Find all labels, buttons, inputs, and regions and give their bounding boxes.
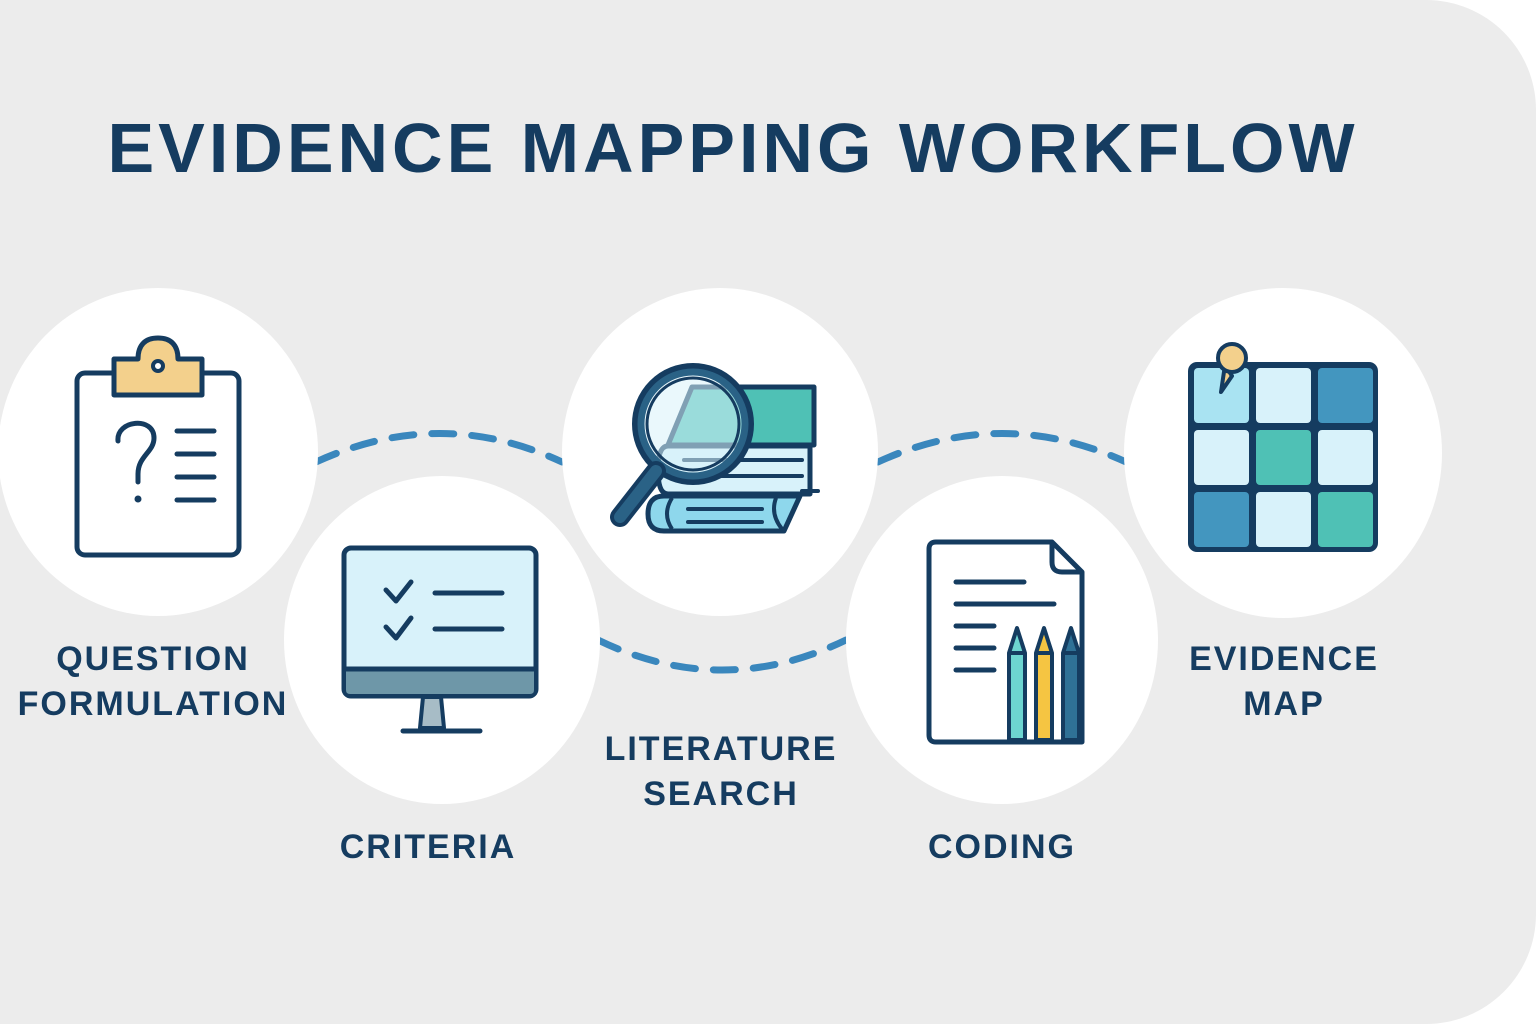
step-label-line: CRITERIA [339, 828, 517, 866]
step-circle-criteria [284, 476, 600, 804]
step-circle-literature-search [562, 288, 878, 616]
grid-map-pin-icon [1188, 342, 1378, 552]
connector-2-3 [594, 636, 850, 674]
connector-1-2 [312, 430, 566, 466]
page-title: EVIDENCE MAPPING WORKFLOW [107, 109, 1359, 187]
step-circle-coding [846, 476, 1158, 804]
step-label-line: CODING [928, 828, 1076, 866]
clipboard-question-icon [74, 335, 242, 558]
connector-3-4 [874, 430, 1130, 466]
step-label-line: FORMULATION [17, 685, 289, 723]
step-label-line: QUESTION [56, 640, 250, 678]
step-label-coding: CODING [874, 825, 1130, 870]
step-label-question-formulation: QUESTION FORMULATION [0, 637, 306, 727]
magnifier-books-icon [610, 363, 820, 534]
monitor-checklist-icon [341, 545, 539, 734]
step-label-line: MAP [1243, 685, 1325, 723]
step-label-criteria: CRITERIA [300, 825, 556, 870]
step-label-literature-search: LITERATURE SEARCH [588, 727, 854, 817]
step-label-line: LITERATURE [604, 730, 838, 768]
step-label-evidence-map: EVIDENCE MAP [1164, 637, 1404, 727]
step-circle-evidence-map [1124, 288, 1442, 618]
document-pencils-icon [926, 539, 1085, 745]
step-label-line: SEARCH [643, 775, 799, 813]
step-label-line: EVIDENCE [1189, 640, 1379, 678]
step-circle-question-formulation [0, 288, 318, 616]
